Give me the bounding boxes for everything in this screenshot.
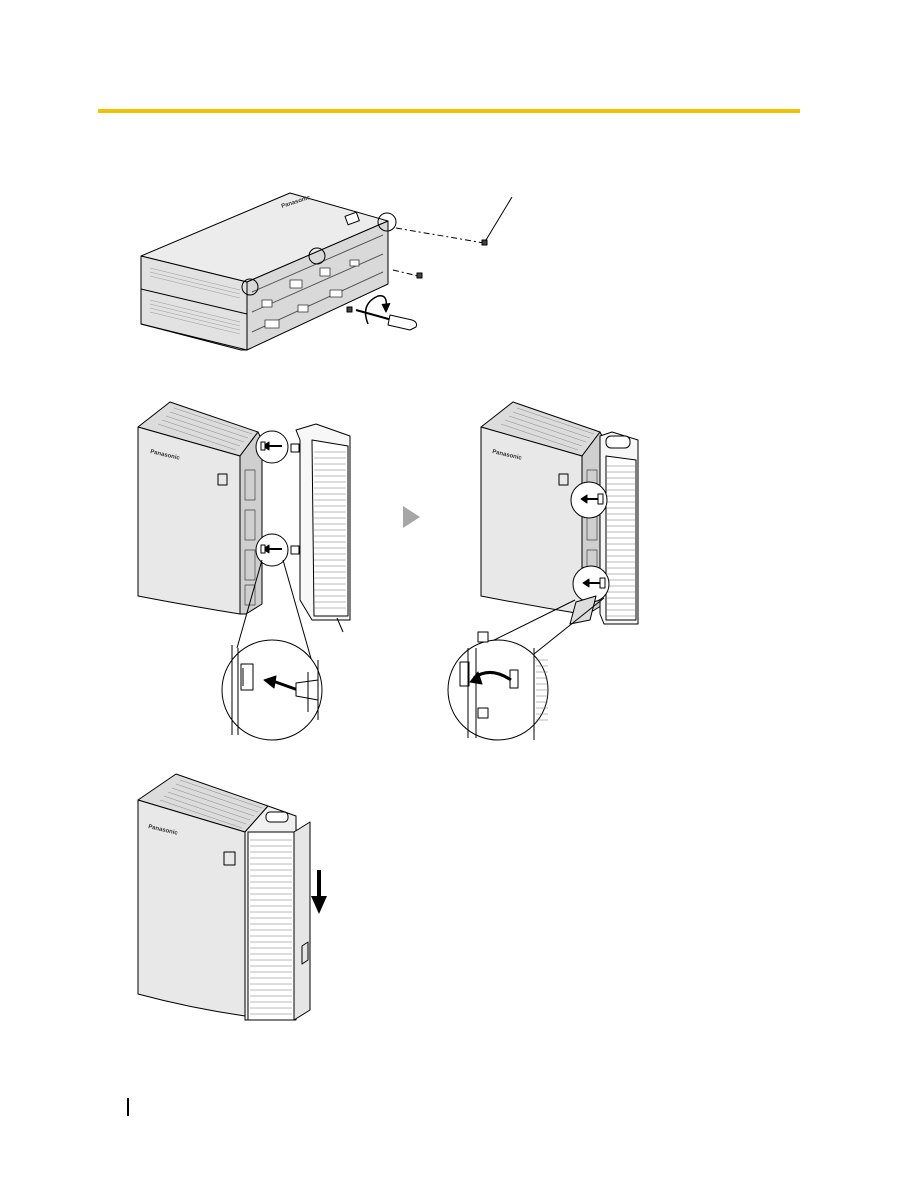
margin-bar <box>127 1098 129 1116</box>
arrow-down-icon <box>311 870 327 914</box>
